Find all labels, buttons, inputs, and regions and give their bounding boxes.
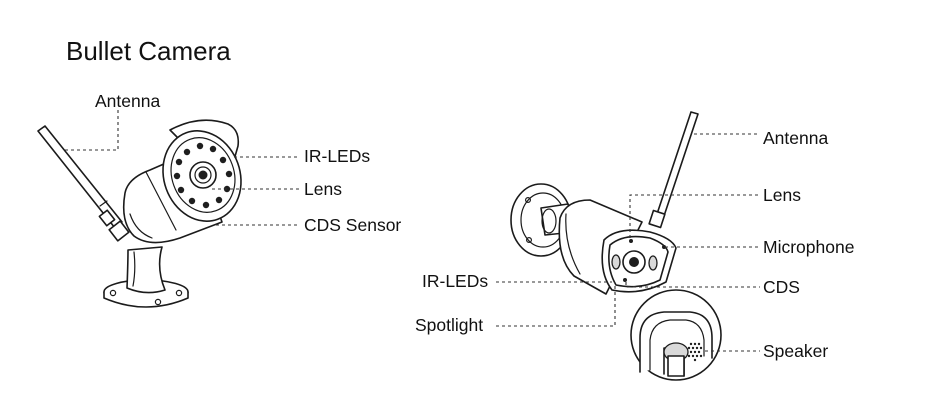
- right-antenna-illustration: [648, 111, 699, 229]
- left-label-cds-sensor: CDS Sensor: [304, 215, 401, 235]
- right-label-cds: CDS: [763, 277, 800, 297]
- right-cds-sensor-dot: [623, 278, 627, 282]
- left-label-antenna: Antenna: [95, 91, 160, 111]
- right-leader-lines: [496, 133, 760, 352]
- right-label-ir-leds: IR-LEDs: [422, 271, 488, 291]
- right-lens-leader: [629, 194, 760, 238]
- right-label-microphone: Microphone: [763, 237, 854, 257]
- right-lens-illustration: [622, 250, 646, 274]
- left-camera-body: [122, 119, 242, 244]
- left-antenna-illustration: [37, 125, 130, 242]
- left-leader-lines: [62, 110, 300, 226]
- diagram-title: Bullet Camera: [66, 36, 231, 66]
- right-label-lens: Lens: [763, 185, 801, 205]
- left-label-ir-leds: IR-LEDs: [304, 146, 370, 166]
- speaker-grille: [687, 342, 703, 362]
- right-camera: Antenna Lens Microphone IR-LEDs CDS Spot…: [415, 111, 854, 381]
- left-lens-illustration: [189, 161, 217, 189]
- right-microphone-hole: [662, 245, 666, 249]
- left-ir-led-ring: [173, 142, 233, 209]
- right-label-speaker: Speaker: [763, 341, 828, 361]
- right-lens-pinhole: [629, 239, 633, 243]
- right-camera-body: [558, 199, 677, 295]
- left-camera: Antenna IR-LEDs Lens CDS Sensor: [37, 91, 401, 308]
- right-label-spotlight: Spotlight: [415, 315, 483, 335]
- left-label-lens: Lens: [304, 179, 342, 199]
- right-speaker-inset: [630, 289, 722, 381]
- right-cds-leader: [625, 282, 760, 288]
- right-label-antenna: Antenna: [763, 128, 828, 148]
- left-antenna-leader: [62, 110, 119, 151]
- left-mount-illustration: [103, 246, 189, 308]
